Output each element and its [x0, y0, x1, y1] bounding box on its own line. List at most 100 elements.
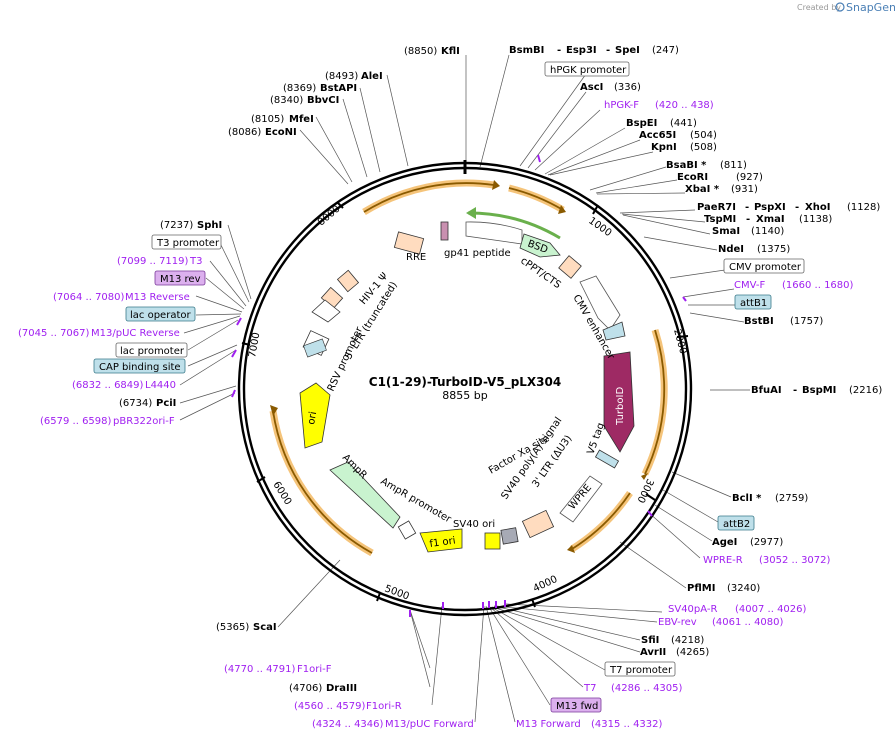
- econi-name: EcoNI: [265, 127, 297, 138]
- ecori-pos: (927): [736, 172, 763, 183]
- pcii-pos: (6734): [119, 398, 152, 409]
- ebvrev-pos: (4061 .. 4080): [712, 617, 784, 628]
- sphi-name: SphI: [197, 220, 222, 231]
- f1orif-pos: (4770 .. 4791): [224, 664, 296, 675]
- mfei-pos: (8105): [251, 114, 284, 125]
- f1orir-name: F1ori-R: [366, 701, 402, 712]
- l4440-name: L4440: [145, 380, 176, 391]
- f1orir-pos: (4560 .. 4579): [294, 701, 366, 712]
- bspmi-name: BspMI: [802, 385, 836, 396]
- orf-arcs: [269, 179, 668, 557]
- tick-6000: 6000: [270, 480, 293, 507]
- bstbi-name: BstBI: [744, 316, 774, 327]
- m13fwd: M13 fwd: [556, 701, 598, 712]
- bstapi-name: BstAPI: [320, 83, 357, 94]
- asci-name: AscI: [580, 82, 603, 93]
- sfii-pos: (4218): [671, 635, 704, 646]
- avrii-name: AvrII: [640, 647, 666, 658]
- avrii-pos: (4265): [676, 647, 709, 658]
- paer7i-sep2: -: [795, 202, 799, 213]
- m13pucrev-name: M13/pUC Reverse: [91, 328, 180, 339]
- tick-2000: 2000: [671, 328, 688, 355]
- bfuai-pos: (2216): [849, 385, 882, 396]
- bbvci-pos: (8340): [270, 95, 303, 106]
- sphi-pos: (7237): [160, 220, 193, 231]
- cmvf-name: CMV-F: [734, 280, 765, 291]
- alei-name: AleI: [361, 71, 383, 82]
- bfuai-name: BfuAI: [751, 385, 782, 396]
- xbai-name: XbaI *: [685, 184, 720, 195]
- watermark-created-by: Created by: [797, 3, 841, 12]
- bsmbi-pos: (247): [652, 45, 679, 56]
- kfl-name: KflI: [441, 46, 460, 57]
- tspmi-name: TspMI: [704, 214, 736, 225]
- asci-pos: (336): [614, 82, 641, 93]
- draiii-name: DraIII: [326, 683, 357, 694]
- agei-pos: (2977): [750, 537, 783, 548]
- bfuai-sep: -: [793, 385, 797, 396]
- ndei-name: NdeI: [718, 244, 744, 255]
- xbai-pos: (931): [731, 184, 758, 195]
- t3-promoter: T3 promoter: [156, 238, 220, 249]
- pcii-name: PciI: [156, 398, 176, 409]
- lac-operator: lac operator: [130, 310, 191, 321]
- pbr322-pos: (6579 .. 6598): [40, 416, 112, 427]
- scai-name: ScaI: [253, 622, 277, 633]
- wprer-pos: (3052 .. 3072): [759, 555, 831, 566]
- alei-pos: (8493): [325, 71, 358, 82]
- m13reverse-pos: (7064 .. 7080): [53, 292, 125, 303]
- tspmi-sep: -: [746, 214, 750, 225]
- orf-arrowheads: [270, 180, 648, 553]
- paer7i-pos: (1128): [847, 202, 880, 213]
- kpni-name: KpnI: [651, 142, 677, 153]
- feature-v5: V5 tag: [585, 421, 607, 456]
- bcli-pos: (2759): [775, 493, 808, 504]
- acc65i-name: Acc65I: [639, 130, 676, 141]
- t3-pos: (7099 .. 7119): [117, 256, 189, 267]
- snapgene-logo-icon: [835, 2, 845, 12]
- sfii-name: SfiI: [641, 635, 659, 646]
- m13reverse-name: M13 Reverse: [125, 292, 190, 303]
- bstapi-pos: (8369): [283, 83, 316, 94]
- bbvci-name: BbvCI: [307, 95, 339, 106]
- tspmi-pos: (1138): [799, 214, 832, 225]
- bstbi-pos: (1757): [790, 316, 823, 327]
- lac-promoter: lac promoter: [120, 346, 185, 357]
- bsabi-pos: (811): [720, 160, 747, 171]
- l4440-pos: (6832 .. 6849): [72, 380, 144, 391]
- plasmid-name: C1(1-29)-TurboID-V5_pLX304: [369, 375, 561, 390]
- pflmi-name: PflMI: [687, 583, 715, 594]
- kfl-pos: (8850): [404, 46, 437, 57]
- cmvf-pos: (1660 .. 1680): [782, 280, 854, 291]
- bsmbi-name: BsmBI: [509, 45, 544, 56]
- plasmid-size: 8855 bp: [442, 389, 487, 402]
- kpni-pos: (508): [690, 142, 717, 153]
- feature-f1ori: f1 ori: [429, 535, 456, 550]
- bsabi-name: BsaBI *: [666, 160, 707, 171]
- t7-name: T7: [583, 683, 596, 694]
- m13rev: M13 rev: [160, 274, 201, 285]
- feature-gp41: gp41 peptide: [444, 248, 511, 259]
- smai-name: SmaI: [712, 226, 740, 237]
- spei-name: SpeI: [615, 45, 640, 56]
- feature-rre: RRE: [406, 252, 426, 263]
- tick-marks: [241, 201, 689, 608]
- cap-binding-site: CAP binding site: [99, 362, 181, 373]
- pbr322-name: pBR322ori-F: [113, 416, 175, 427]
- m13forward-name: M13 Forward: [516, 719, 581, 730]
- bsmbi-sep1: -: [557, 45, 561, 56]
- acc65i-pos: (504): [690, 130, 717, 141]
- bspei-pos: (441): [670, 118, 697, 129]
- watermark-snapgene: SnapGene: [846, 1, 895, 14]
- xhoi-name: XhoI: [805, 202, 830, 213]
- m13pucfwd-pos: (4324 .. 4346): [312, 719, 384, 730]
- m13forward-pos: (4315 .. 4332): [591, 719, 663, 730]
- m13pucrev-pos: (7045 .. 7067): [18, 328, 90, 339]
- feature-sv40ori: SV40 ori: [453, 519, 495, 530]
- attb1: attB1: [740, 298, 767, 309]
- ndei-pos: (1375): [757, 244, 790, 255]
- paer7i-sep1: -: [745, 202, 749, 213]
- hpgk-promoter: hPGK promoter: [550, 65, 627, 76]
- m13pucfwd-name: M13/pUC Forward: [385, 719, 474, 730]
